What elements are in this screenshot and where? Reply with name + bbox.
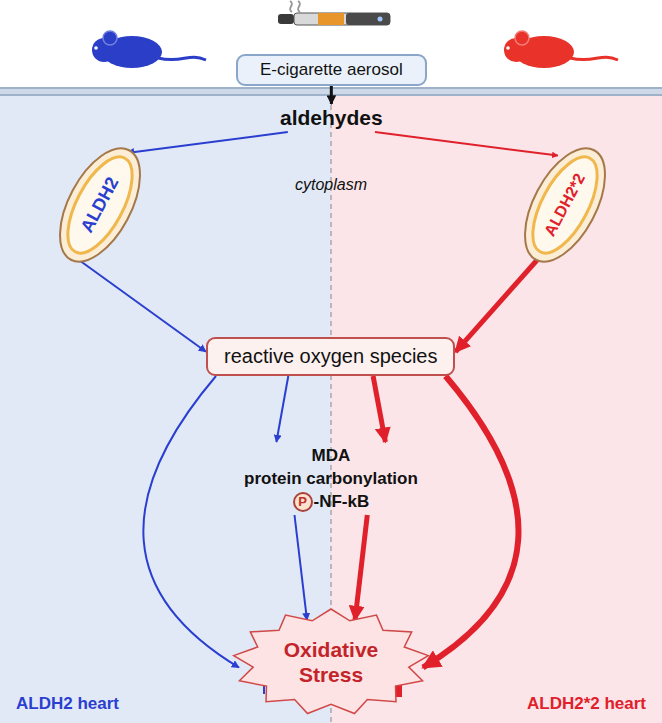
region-label: cytoplasm — [295, 176, 367, 194]
connector-arrow — [143, 376, 239, 668]
mitochondrion: ALDH2*2 — [520, 140, 610, 270]
marker-text: MDA — [244, 444, 418, 467]
connector-arrow — [375, 132, 558, 156]
marker-text: -NF-kB — [314, 490, 370, 513]
marker-row: P -NF-kB — [244, 490, 418, 513]
marker-text: protein carbonylation — [244, 467, 418, 490]
mouse-icon — [504, 31, 618, 68]
node-text: aldehydes — [280, 106, 383, 130]
connector-arrow — [355, 515, 367, 620]
outcome-text: Oxidative Stress — [276, 637, 386, 687]
source-box: E-cigarette aerosol — [236, 54, 427, 86]
connector-arrow — [330, 86, 333, 104]
connector-arrow — [295, 515, 308, 620]
starburst-outline — [231, 607, 431, 717]
connector-arrow — [127, 132, 288, 153]
e-cigarette-icon — [278, 1, 390, 25]
marker-group: MDAprotein carbonylationP -NF-kB — [240, 442, 422, 515]
node-text: reactive oxygen species — [224, 345, 437, 368]
outcome-starburst: Oxidative Stress — [231, 607, 431, 717]
node-text: E-cigarette aerosol — [260, 60, 403, 80]
phospho-letter: P — [298, 495, 307, 508]
connector-arrow — [423, 376, 519, 668]
mouse-icon — [92, 31, 206, 68]
mitochondrion: ALDH2 — [55, 140, 145, 270]
panel-label: ALDH2 heart — [16, 694, 119, 714]
connector-arrow — [456, 257, 540, 352]
connector-arrow — [75, 257, 206, 352]
phospho-circle: P — [293, 492, 313, 512]
process-box: reactive oxygen species — [206, 337, 455, 376]
panel-label: ALDH2*2 heart — [527, 694, 646, 714]
connector-arrow — [276, 376, 288, 442]
connector-arrow — [373, 376, 385, 442]
chemical-label: aldehydes — [274, 104, 389, 132]
